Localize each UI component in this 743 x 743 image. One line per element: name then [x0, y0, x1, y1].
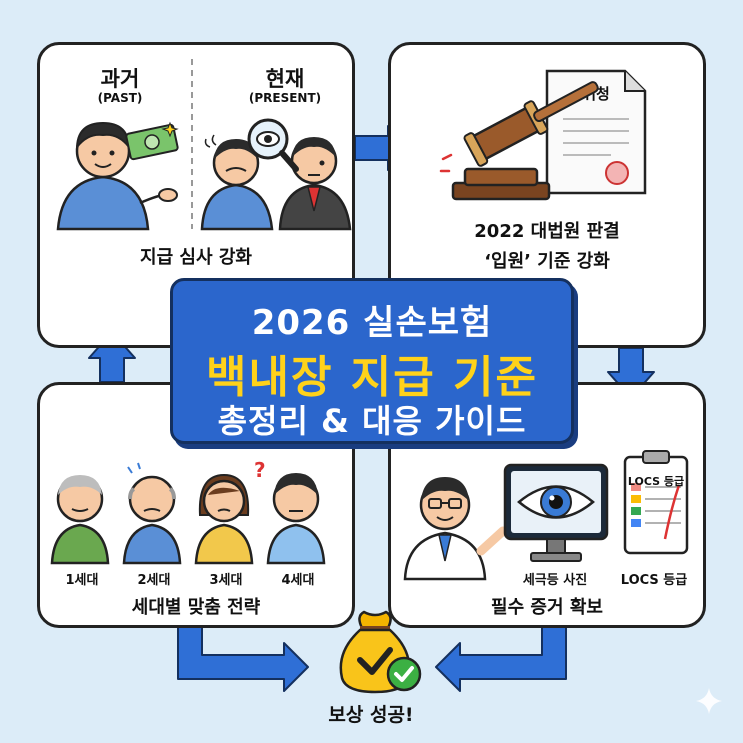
- ruling-caption-line2: ‘입원’ 기준 강화: [484, 251, 610, 272]
- clipboard-label: LOCS 등급: [627, 475, 685, 488]
- result-label: 보상 성공!: [328, 704, 414, 726]
- center-title-box: 2026 실손보험 백내장 지급 기준 총정리 & 대응 가이드: [170, 278, 574, 444]
- locs-label: LOCS 등급: [620, 573, 688, 588]
- present-title: 현재: [265, 67, 305, 91]
- present-subtitle: (PRESENT): [248, 91, 322, 105]
- money-icon: [125, 121, 179, 161]
- clipboard-chart-icon: [623, 450, 689, 555]
- doctor-illustration: [403, 477, 508, 581]
- generation-label-4: 4세대: [281, 573, 315, 588]
- svg-text:?: ?: [254, 458, 266, 482]
- arrow-to-bag-left-icon: [177, 625, 309, 692]
- title-line-1: 2026 실손보험: [251, 303, 493, 343]
- present-reviewers-illustration: [200, 134, 352, 231]
- generation-people-illustration: ?: [50, 458, 326, 565]
- gavel-icon: [439, 81, 599, 201]
- generation-label-1: 1세대: [65, 573, 99, 588]
- photo-label: 세극등 사진: [522, 573, 588, 588]
- eye-monitor-icon: [503, 463, 609, 562]
- past-title: 과거: [100, 67, 140, 91]
- title-line-2: 백내장 지급 기준: [206, 352, 538, 403]
- panel-caption-review: 지급 심사 강화: [140, 247, 252, 268]
- generation-label-3: 3세대: [209, 573, 243, 588]
- panel-caption-generations: 세대별 맞춤 전략: [131, 597, 261, 618]
- magnifier-icon: [247, 118, 299, 172]
- past-person-illustration: [56, 121, 178, 231]
- ruling-caption-line1: 2022 대법원 판결: [474, 221, 620, 242]
- arrow-to-bag-right-icon: [435, 625, 567, 692]
- check-icon: [386, 656, 422, 692]
- panel-caption-evidence: 필수 증거 확보: [491, 597, 603, 618]
- generation-label-2: 2세대: [137, 573, 171, 588]
- past-subtitle: (PAST): [97, 91, 143, 105]
- panel-divider: [191, 59, 193, 229]
- title-line-3: 총정리 & 대응 가이드: [217, 402, 527, 440]
- sparkle-icon: [696, 688, 722, 714]
